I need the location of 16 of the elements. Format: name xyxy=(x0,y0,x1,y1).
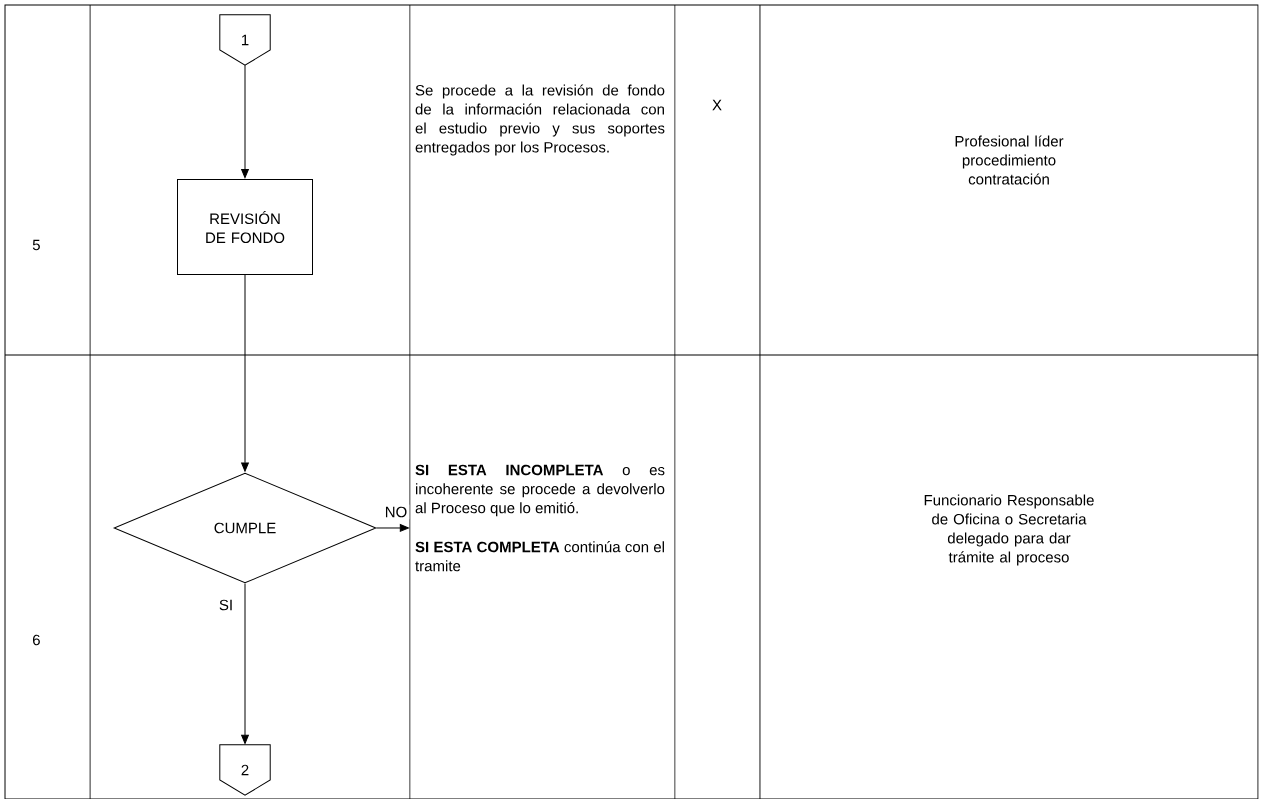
edge-label: NO xyxy=(386,506,407,518)
responsible-text: Funcionario Responsable de Oficina o Secretaria delegado para dar trámite al proceso xyxy=(924,494,1094,566)
process-box: REVISIÓN DE FONDO xyxy=(177,179,313,275)
edge-label: SI xyxy=(219,599,232,611)
row-number: 5 xyxy=(32,239,40,251)
arrow xyxy=(241,583,249,744)
row-number: 6 xyxy=(33,634,40,646)
arrow xyxy=(241,274,249,472)
mark-text: X xyxy=(712,99,722,111)
responsible-text: Profesional líder procedimiento contratación xyxy=(955,135,1064,185)
arrow xyxy=(241,64,249,179)
description-text: Se procede a la revisión de fondo de la información relacionada con el estudio previo y sus soportes entregados por los Procesos. xyxy=(415,84,665,156)
off-page-connector: 2 xyxy=(219,744,271,796)
off-page-connector: 1 xyxy=(219,14,271,66)
description-text: SI ESTA INCOMPLETA o es incoherente se procede a devolverlo al Proceso que lo emitió. SI ESTA COMPLETA continúa con el tramite xyxy=(415,464,665,572)
arrow xyxy=(376,524,409,532)
